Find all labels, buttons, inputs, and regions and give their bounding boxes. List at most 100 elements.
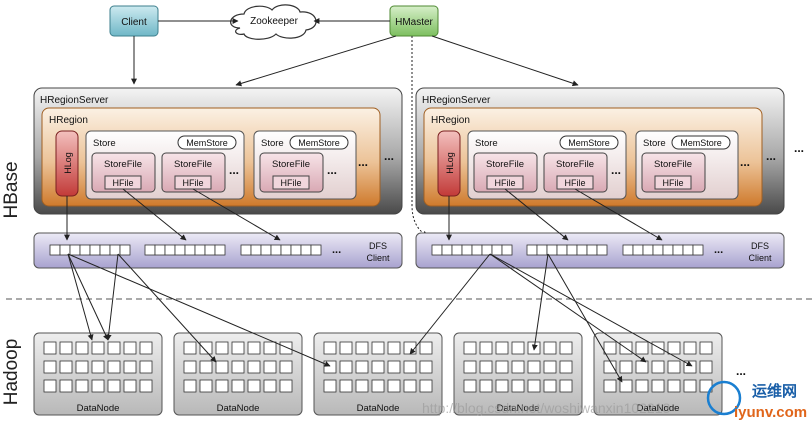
data-block	[635, 341, 649, 355]
block-cell	[556, 244, 568, 256]
block-cell	[642, 244, 654, 256]
block-cell	[250, 244, 262, 256]
ellipsis: ...	[358, 155, 368, 169]
data-block	[387, 341, 401, 355]
data-block	[371, 360, 385, 374]
data-block	[603, 341, 617, 355]
data-block	[75, 341, 89, 355]
data-block	[231, 360, 245, 374]
data-block	[511, 360, 525, 374]
memstore-label: MemStore	[680, 138, 722, 148]
data-block	[323, 379, 337, 393]
data-block	[43, 360, 57, 374]
data-block	[463, 360, 477, 374]
block-strip	[240, 244, 322, 256]
block-cell	[194, 244, 206, 256]
data-block	[199, 341, 213, 355]
block-cell	[576, 244, 588, 256]
block-cell	[184, 244, 196, 256]
ellipsis: ...	[740, 155, 750, 169]
hbase-to-dfs-connections	[64, 188, 663, 241]
data-block	[651, 360, 665, 374]
zookeeper-label: Zookeeper	[250, 16, 298, 27]
block-cell	[536, 244, 548, 256]
block-cell	[240, 244, 252, 256]
hlog-box: HLog	[437, 130, 461, 197]
memstore-label: MemStore	[186, 138, 228, 148]
region-server-title: HRegionServer	[40, 95, 109, 106]
ellipsis: ...	[714, 244, 723, 256]
storefile-label: StoreFile	[272, 159, 310, 170]
block-cell	[491, 244, 503, 256]
data-block	[699, 341, 713, 355]
dfs-label: DFS	[369, 241, 387, 251]
data-block	[107, 379, 121, 393]
memstore-box	[177, 135, 237, 150]
memstore-label: MemStore	[298, 138, 340, 148]
block-cell	[692, 244, 704, 256]
data-block	[419, 360, 433, 374]
block-cell	[154, 244, 166, 256]
data-block	[463, 341, 477, 355]
block-cell	[79, 244, 91, 256]
block-cell	[471, 244, 483, 256]
data-block	[387, 379, 401, 393]
storefile-label: StoreFile	[104, 159, 142, 170]
block-cell	[310, 244, 322, 256]
hadoop-section-label: Hadoop	[1, 339, 22, 406]
data-block	[403, 379, 417, 393]
block-cell	[49, 244, 61, 256]
block-cell	[596, 244, 608, 256]
data-block	[107, 360, 121, 374]
data-block	[683, 341, 697, 355]
store-label: Store	[643, 138, 666, 149]
hfile-box	[654, 175, 692, 190]
datanode-box: DataNode	[173, 332, 303, 416]
data-block	[419, 379, 433, 393]
data-block	[91, 341, 105, 355]
datanode-label: DataNode	[497, 403, 540, 414]
data-block	[43, 379, 57, 393]
data-block	[183, 341, 197, 355]
hregion-label: HRegion	[431, 115, 470, 126]
block-cell	[280, 244, 292, 256]
ellipsis: ...	[736, 364, 746, 378]
block-cell	[300, 244, 312, 256]
hfile-label: HFile	[564, 178, 585, 188]
block-cell	[662, 244, 674, 256]
hmaster-label: HMaster	[395, 17, 433, 28]
datanode-box: DataNode	[593, 332, 723, 416]
block-strip	[49, 244, 131, 256]
block-cell	[586, 244, 598, 256]
data-block	[339, 360, 353, 374]
block-cell	[164, 244, 176, 256]
data-block	[183, 379, 197, 393]
hfile-label: HFile	[494, 178, 515, 188]
watermark-logo-cn: 运维网	[752, 382, 797, 400]
block-cell	[461, 244, 473, 256]
block-cell	[89, 244, 101, 256]
data-block	[619, 360, 633, 374]
data-block	[355, 379, 369, 393]
hfile-label: HFile	[112, 178, 133, 188]
data-block	[527, 360, 541, 374]
ellipsis: ...	[332, 244, 341, 256]
watermark-url: http://blog.csdn.net/woshiwanxin102213	[422, 400, 670, 416]
block-cell	[260, 244, 272, 256]
client-node: Client	[109, 5, 159, 37]
data-block	[231, 341, 245, 355]
block-cell	[109, 244, 121, 256]
ellipsis: ...	[384, 149, 394, 163]
data-block	[263, 360, 277, 374]
data-block	[75, 379, 89, 393]
hlog-label: HLog	[63, 152, 73, 174]
ellipsis: ...	[766, 149, 776, 163]
data-block	[59, 360, 73, 374]
block-cell	[622, 244, 634, 256]
hfile-label: HFile	[182, 178, 203, 188]
hlog-box: HLog	[55, 130, 79, 197]
client-label: Client	[121, 17, 147, 28]
hbase-section-label: HBase	[1, 161, 22, 218]
block-cell	[566, 244, 578, 256]
data-block	[139, 379, 153, 393]
